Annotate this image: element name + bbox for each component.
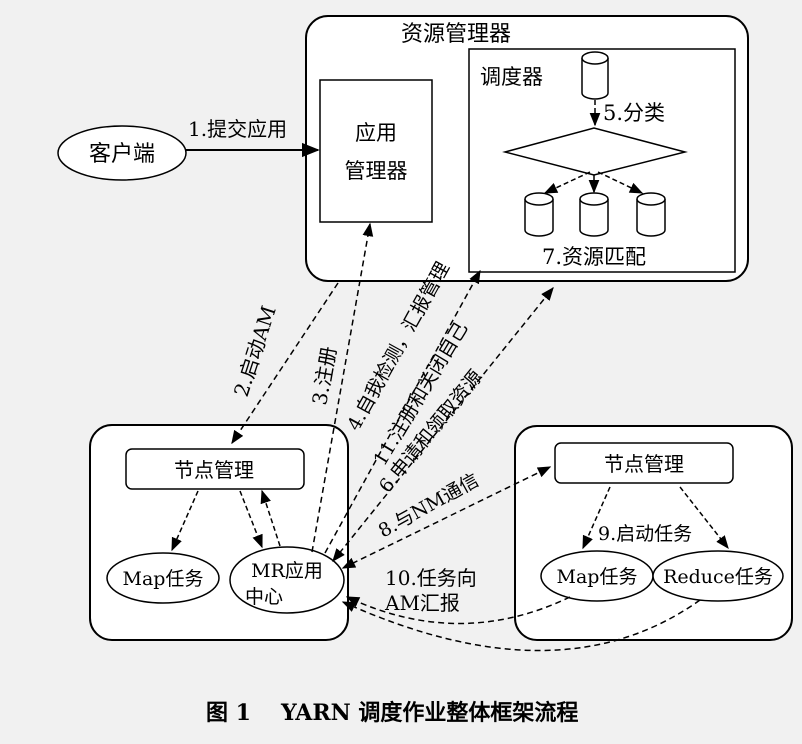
app-manager-box [319, 79, 433, 223]
right-map-task-label: Map任务 [557, 566, 638, 588]
decision-diamond [502, 127, 688, 176]
map-report-arrow [345, 596, 571, 625]
launch-am-arrow [231, 282, 339, 445]
task-report-label-2: AM汇报 [384, 591, 460, 615]
app-manager-label-2: 管理器 [345, 159, 408, 183]
task-report-label-1: 10.任务向 [385, 566, 477, 590]
nm-to-mr-arrow [239, 490, 263, 549]
database-icon [579, 192, 609, 237]
database-icon [524, 192, 554, 237]
right-node-manager-box [554, 442, 734, 484]
branch-arrow-right [597, 171, 644, 194]
right-node-manager-label: 节点管理 [604, 452, 684, 476]
resource-manager-title: 资源管理器 [401, 22, 511, 47]
resource-match-label: 7.资源匹配 [542, 245, 646, 269]
mr-to-nm-arrow [260, 489, 281, 547]
register-arrow [311, 222, 374, 553]
reduce-report-arrow [341, 599, 701, 652]
submit-label: 1.提交应用 [188, 117, 287, 141]
figure-caption: YARN 调度作业整体框架流程 [280, 700, 578, 726]
reduce-task-node [652, 550, 784, 602]
scheduler-label: 调度器 [480, 65, 543, 89]
mr-app-master-label-1: MR应用 [251, 560, 323, 582]
reduce-task-label: Reduce任务 [663, 566, 773, 588]
database-icon [581, 51, 609, 100]
left-map-task-label: Map任务 [123, 568, 204, 590]
register-label: 3.注册 [307, 345, 341, 407]
client-label: 客户端 [89, 142, 155, 167]
figure-number: 图 1 [206, 700, 251, 726]
app-manager-label-1: 应用 [355, 121, 397, 145]
mr-app-master-label-2: 中心 [245, 586, 283, 608]
left-node-manager-label: 节点管理 [174, 458, 254, 482]
start-task-arrow-reduce [679, 486, 729, 550]
client-node [57, 125, 187, 181]
start-task-label: 9.启动任务 [598, 523, 692, 545]
branch-arrow-left [543, 171, 591, 194]
left-node-manager-box [125, 448, 305, 490]
mr-app-master-node [229, 546, 345, 614]
launch-am-label: 2.启动AM [229, 303, 281, 400]
communicate-nm-arrow [341, 466, 552, 569]
classify-label: 5.分类 [603, 101, 665, 125]
left-map-task-node [106, 552, 220, 604]
nm-to-map-arrow [171, 490, 199, 552]
start-task-arrow-map [582, 486, 611, 550]
request-resource-arrow [332, 286, 554, 563]
database-icon [636, 192, 666, 237]
